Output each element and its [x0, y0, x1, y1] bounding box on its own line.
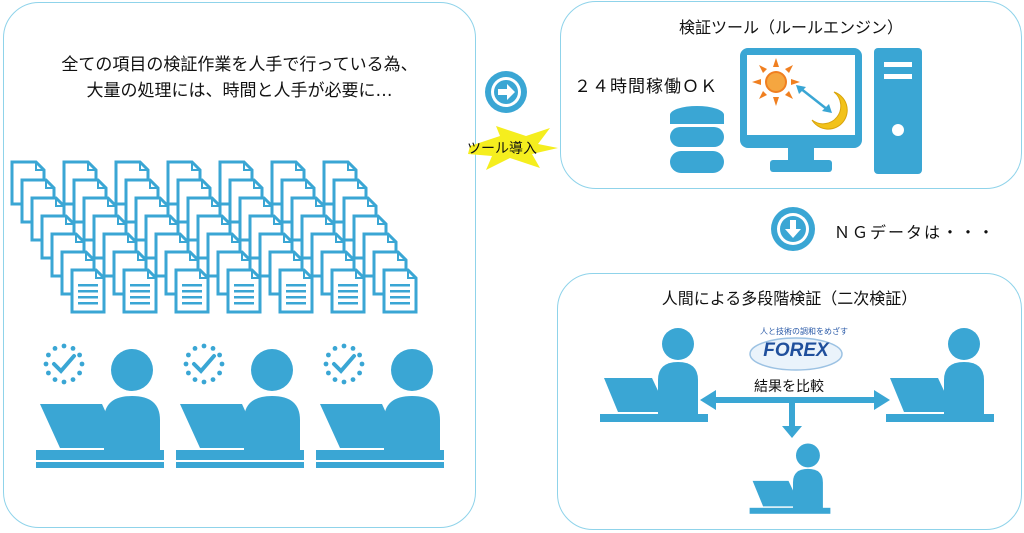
uptime-status: ２４時間稼働ＯＫ [574, 77, 718, 97]
document-icon [382, 268, 418, 314]
clock-check-icon [183, 343, 225, 385]
manual-caption-line2: 大量の処理には、時間と人手が必要に… [86, 81, 393, 101]
forex-logo-name: FOREX [763, 340, 829, 361]
manual-workers [36, 343, 444, 468]
tower-pc-icon [874, 48, 922, 174]
manual-caption-line1: 全ての項目の検証作業を人手で行っている為、 [61, 55, 418, 75]
ng-data-label: ＮＧデータは・・・ [834, 223, 997, 242]
sun-moon-arrow [796, 85, 832, 113]
compare-results-label: 結果を比較 [754, 379, 824, 395]
document-icon [226, 268, 262, 314]
compare-arrows [700, 390, 890, 438]
reviewer-bottom [749, 443, 831, 514]
arrow-down-circle-icon [771, 207, 815, 251]
clock-check-icon [43, 343, 85, 385]
document-icon [174, 268, 210, 314]
person-at-laptop-icon [316, 343, 444, 468]
moon-icon [811, 91, 848, 130]
forex-logo [749, 337, 843, 371]
forex-logo-tagline: 人と技術の調和をめざす [760, 327, 848, 336]
person-at-laptop-icon [36, 343, 164, 468]
sun-icon [752, 58, 800, 106]
clock-check-icon [323, 343, 365, 385]
database-icon [670, 106, 724, 173]
tool-introduction-label: ツール導入 [467, 141, 537, 157]
person-at-laptop-icon [176, 343, 304, 468]
document-stack-grid [10, 160, 418, 314]
rule-engine-title: 検証ツール（ルールエンジン） [678, 18, 903, 37]
human-verification-title: 人間による多段階検証（二次検証） [661, 289, 918, 308]
document-icon [122, 268, 158, 314]
reviewer-right [886, 328, 994, 422]
arrow-right-circle-icon [485, 71, 527, 113]
document-icon [330, 268, 366, 314]
reviewer-left [600, 328, 708, 422]
document-icon [278, 268, 314, 314]
document-icon [70, 268, 106, 314]
flash-badge [468, 126, 558, 170]
